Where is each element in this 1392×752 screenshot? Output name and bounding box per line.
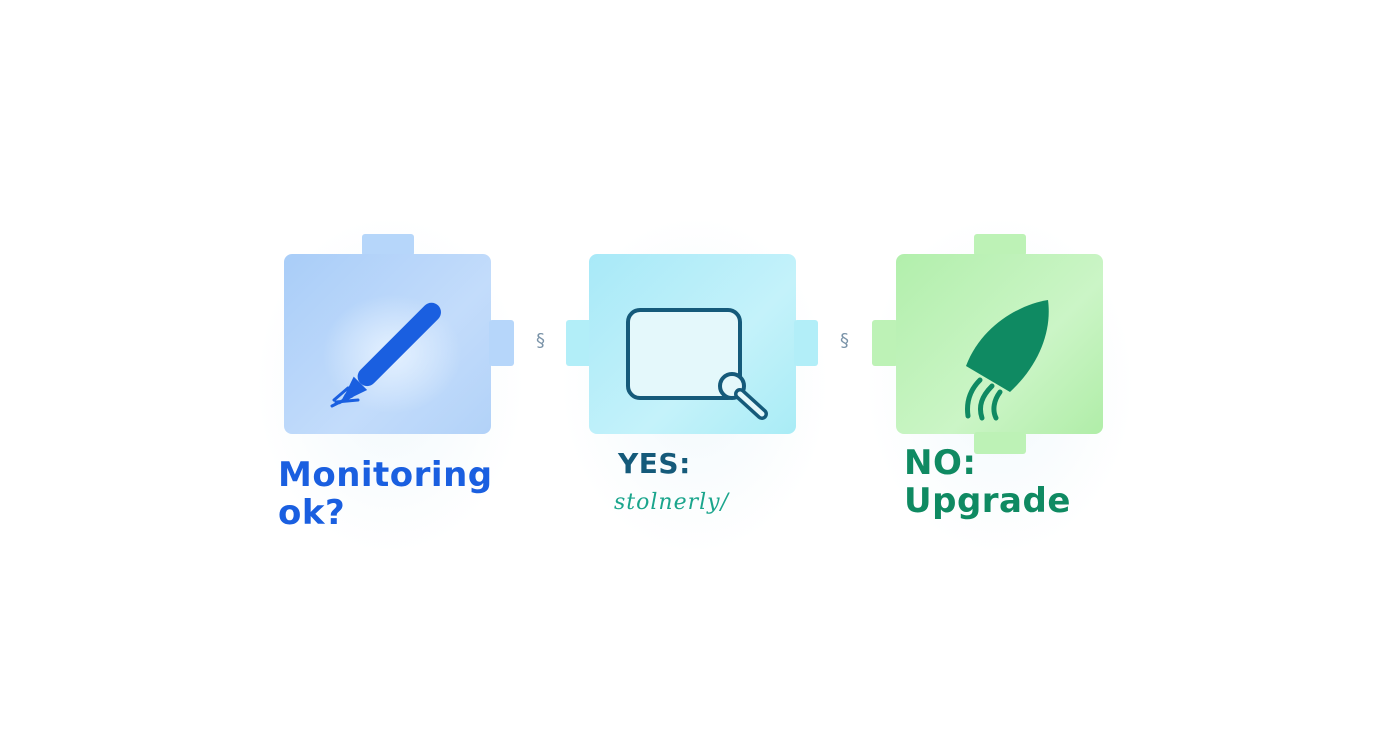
step-3-label-line-2: Upgrade (904, 481, 1071, 522)
step-3-left-tab (872, 320, 898, 366)
step-1-right-tab (489, 320, 514, 366)
step-2-label: YES: (618, 447, 691, 480)
step-1-label-line-1: Monitoring (278, 455, 493, 495)
rocket-icon (965, 300, 1049, 421)
step-3-label-line-1: NO: (904, 443, 977, 483)
connector-2: § (840, 330, 849, 351)
step-1-label-line-2: ok? (278, 493, 346, 534)
step-3-puzzle-piece (872, 234, 1104, 454)
step-1-top-tab (362, 234, 414, 256)
step-2-puzzle-piece (566, 254, 818, 434)
connector-1: § (536, 330, 545, 351)
step-2-script-label: stolnerly/ (614, 490, 729, 515)
step-2-right-tab (794, 320, 818, 366)
pen-icon (330, 302, 441, 408)
step-1-puzzle-piece (284, 234, 516, 434)
step-3-bottom-tab (974, 432, 1026, 454)
step-2-label-line-1: YES: (618, 447, 691, 480)
search-window-icon (626, 308, 768, 420)
step-3-label: NO: Upgrade (904, 444, 1071, 520)
step-2-left-tab (566, 320, 592, 366)
step-3-top-tab (974, 234, 1026, 256)
step-1-label: Monitoring ok? (278, 456, 493, 532)
